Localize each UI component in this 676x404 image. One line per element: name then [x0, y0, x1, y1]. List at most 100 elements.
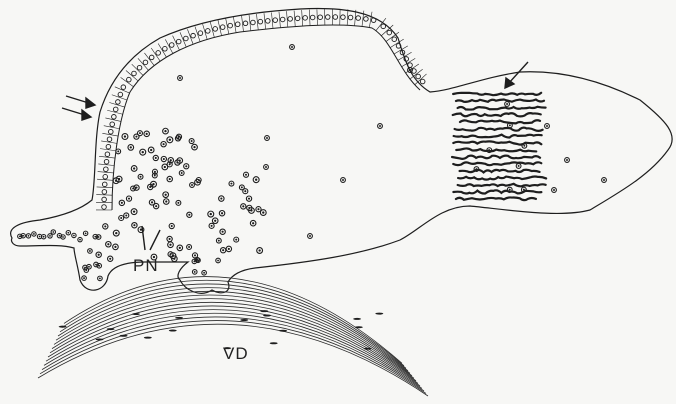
muscle-fiber — [456, 100, 544, 102]
vessel-nucleus — [96, 338, 104, 340]
nucleolus — [59, 235, 61, 237]
epithelial-nucleus — [176, 39, 181, 44]
nucleolus — [121, 202, 123, 204]
epithelial-cell-wall — [96, 195, 112, 196]
vessel-nucleus — [355, 326, 363, 328]
vessel-nucleus — [132, 313, 140, 315]
vessel-fibers — [38, 277, 428, 396]
nucleolus — [140, 176, 142, 178]
nucleolus — [125, 214, 127, 216]
epithelial-cell-wall — [173, 36, 180, 50]
epithelial-nucleus — [265, 19, 270, 24]
epithelial-nucleus — [103, 174, 108, 179]
epithelial-nucleus — [273, 18, 278, 23]
nucleolus — [252, 222, 254, 224]
vessel-nucleus — [107, 328, 115, 330]
epithelial-nucleus — [102, 182, 107, 187]
nucleolus — [188, 246, 190, 248]
nucleolus — [164, 166, 166, 168]
nucleolus — [211, 225, 213, 227]
nucleolus — [150, 149, 152, 151]
epithelial-nucleus — [243, 21, 248, 26]
nucleolus — [188, 214, 190, 216]
vessel-nucleus — [59, 326, 67, 328]
arrow-markers — [62, 62, 528, 250]
nucleolus — [154, 171, 156, 173]
epithelial-cell-wall — [115, 87, 130, 93]
epithelial-nucleus — [191, 33, 196, 38]
epithelial-nucleus — [184, 36, 189, 41]
nucleolus — [73, 235, 75, 237]
nucleolus — [179, 77, 181, 79]
nucleolus — [179, 247, 181, 249]
nucleolus — [165, 194, 167, 196]
nucleolus — [99, 277, 101, 279]
epithelial-nucleus — [105, 152, 110, 157]
epithelial-nucleus — [228, 23, 233, 28]
epithelial-cell-layer — [96, 9, 427, 210]
nucleolus — [191, 140, 193, 142]
nucleolus — [228, 248, 230, 250]
vessel-nucleus — [240, 319, 248, 321]
epithelial-nucleus — [364, 17, 369, 22]
epithelial-nucleus — [110, 122, 115, 127]
epithelial-nucleus — [112, 114, 117, 119]
nucleolus — [244, 190, 246, 192]
nucleolus — [409, 69, 411, 71]
nucleolus — [142, 151, 144, 153]
organ-outline — [11, 9, 673, 294]
epithelial-nucleus — [156, 51, 161, 56]
nucleolus — [22, 235, 24, 237]
muscle-fiber — [453, 113, 541, 116]
epithelial-nucleus — [108, 129, 113, 134]
epithelial-nucleus — [420, 79, 425, 84]
nucleolus — [67, 232, 69, 234]
epithelial-cell-wall — [210, 22, 214, 37]
nucleolus — [177, 202, 179, 204]
epithelial-cell-wall — [107, 110, 122, 114]
muscle-fiber — [460, 120, 540, 123]
epithelial-nucleus — [381, 24, 386, 29]
epithelial-nucleus — [149, 55, 154, 60]
epithelial-nucleus — [113, 107, 118, 112]
vessel-nucleus — [144, 337, 152, 339]
nucleolus — [262, 211, 264, 213]
nucleolus — [203, 272, 205, 274]
nucleolus — [210, 213, 212, 215]
nucleolus — [169, 238, 171, 240]
muscle-fiber — [453, 190, 541, 193]
epithelial-cell-wall — [180, 32, 186, 47]
epithelial-nucleus — [198, 31, 203, 36]
epithelial-nucleus — [416, 74, 421, 79]
nucleolus — [115, 232, 117, 234]
nucleolus — [194, 254, 196, 256]
epithelial-cell-wall — [105, 118, 121, 121]
epithelial-nucleus — [106, 144, 111, 149]
epithelial-nucleus — [163, 46, 168, 51]
nucleolus — [177, 137, 179, 139]
nucleolus — [128, 198, 130, 200]
muscle-fiber — [453, 141, 541, 144]
muscle-fiber — [453, 93, 541, 95]
muscle-fiber — [452, 156, 540, 159]
nucleolus — [309, 235, 311, 237]
nucleolus — [88, 266, 90, 268]
epithelial-cell-wall — [165, 39, 173, 53]
muscle-fiber — [453, 162, 541, 165]
muscle-fiber — [458, 107, 546, 110]
epithelial-nucleus — [288, 17, 293, 22]
nucleolus — [176, 162, 178, 164]
nucleolus — [85, 269, 87, 271]
nucleolus — [107, 243, 109, 245]
nucleolus — [104, 225, 106, 227]
epithelial-nucleus — [235, 22, 240, 27]
nucleolus — [169, 244, 171, 246]
epithelial-nucleus — [102, 205, 107, 210]
nucleolus — [523, 145, 525, 147]
nucleolus — [120, 217, 122, 219]
epithelial-nucleus — [251, 20, 256, 25]
pn-pointer-right — [150, 230, 160, 250]
nucleolus — [133, 167, 135, 169]
nucleolus — [248, 198, 250, 200]
nucleolus — [118, 178, 120, 180]
